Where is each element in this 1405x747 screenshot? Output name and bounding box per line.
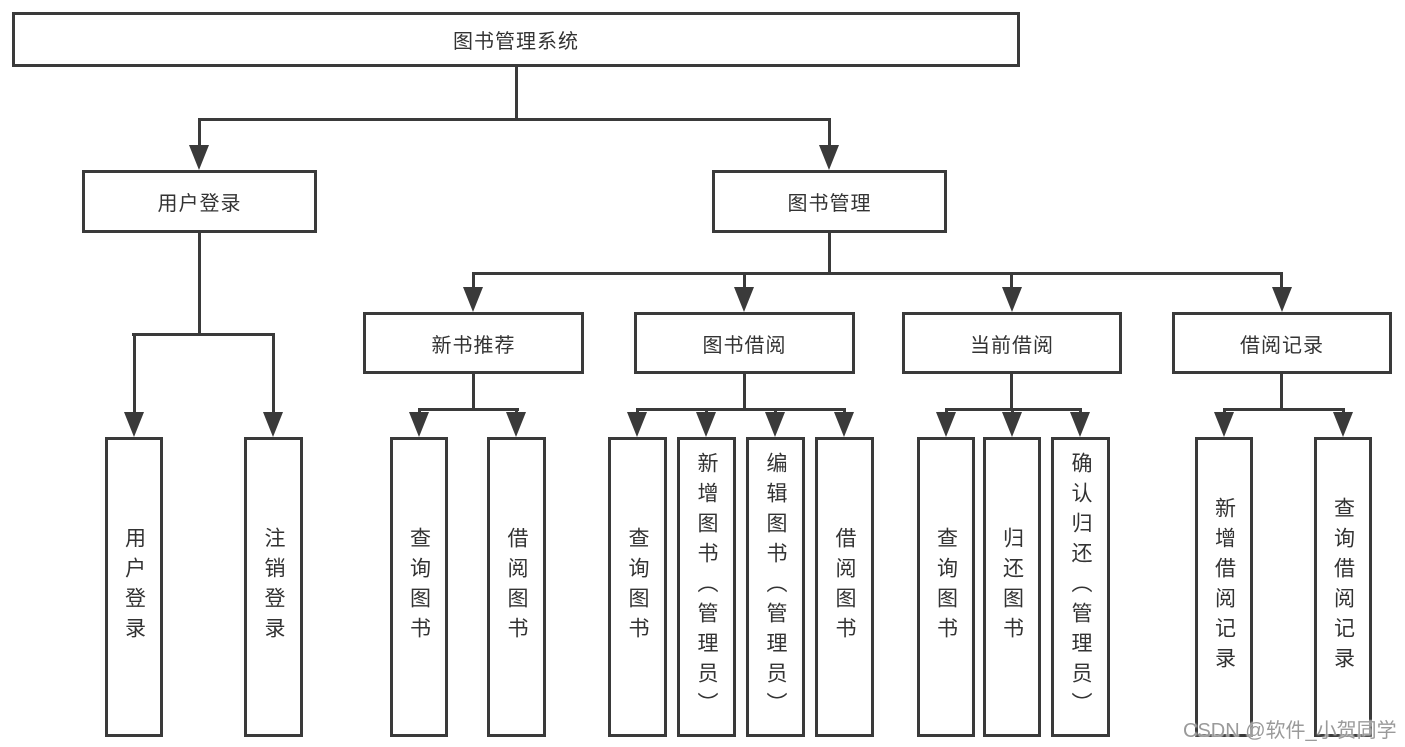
arrowhead-icon [1272,287,1292,312]
connector-drop-line [828,118,831,148]
arrowhead-icon [1070,412,1090,437]
connector-drop-line [1280,272,1283,290]
node-root-label: 图书管理系统 [453,31,579,53]
connector-user-login-rail [132,333,274,336]
node-book-management-label: 图书管理 [787,193,872,215]
connector-root-rail [198,118,831,121]
connector-current-stem [1010,374,1013,410]
node-book-management: 图书管理 [712,170,947,233]
connector-borrowing-stem [743,374,746,410]
node-root: 图书管理系统 [12,12,1020,67]
arrowhead-icon [696,412,716,437]
leaf-recommend-query-books-label: 查询图书 [407,527,431,647]
connector-drop-line [743,272,746,290]
connector-book-mgmt-rail [472,272,1283,275]
arrowhead-icon [1333,412,1353,437]
leaf-borrowing-borrow-books-label: 借阅图书 [833,527,856,647]
arrowhead-icon [263,412,283,437]
leaf-user-login: 用户登录 [105,437,163,737]
leaf-current-query-books-label: 查询图书 [934,527,958,647]
connector-drop-line [1010,272,1013,290]
leaf-return-books: 归还图书 [983,437,1041,737]
leaf-recommend-borrow-books-label: 借阅图书 [505,527,528,647]
arrowhead-icon [1002,412,1022,437]
arrowhead-icon [834,412,854,437]
leaf-add-borrow-record-label: 新增借阅记录 [1212,497,1236,677]
arrowhead-icon [1002,287,1022,312]
node-new-book-recommend-label: 新书推荐 [431,334,516,357]
connector-book-mgmt-stem [828,233,831,274]
connector-root-stem [515,67,518,120]
leaf-edit-books-admin: 编辑图书（管理员） [746,437,805,737]
leaf-logout: 注销登录 [244,437,303,737]
leaf-add-books-admin: 新增图书（管理员） [677,437,736,737]
leaf-borrowing-query-books: 查询图书 [608,437,667,737]
arrowhead-icon [189,145,209,170]
leaf-user-login-label: 用户登录 [122,527,146,647]
node-user-login-label: 用户登录 [157,193,242,215]
node-book-borrowing-label: 图书借阅 [702,334,787,357]
leaf-borrowing-borrow-books: 借阅图书 [815,437,874,737]
connector-user-login-stem [198,233,201,335]
connector-records-rail [1223,408,1345,411]
node-borrowing-records-label: 借阅记录 [1240,334,1324,357]
arrowhead-icon [734,287,754,312]
leaf-add-borrow-record: 新增借阅记录 [1195,437,1253,737]
arrowhead-icon [936,412,956,437]
leaf-recommend-query-books: 查询图书 [390,437,448,737]
arrowhead-icon [463,287,483,312]
arrowhead-icon [765,412,785,437]
connector-recommend-stem [472,374,475,410]
arrowhead-icon [1214,412,1234,437]
connector-recommend-rail [418,408,519,411]
node-current-borrowing: 当前借阅 [902,312,1122,374]
leaf-edit-books-admin-label: 编辑图书（管理员） [764,452,787,722]
connector-records-stem [1280,374,1283,410]
leaf-borrowing-query-books-label: 查询图书 [626,527,649,647]
leaf-add-books-admin-label: 新增图书（管理员） [695,452,718,722]
leaf-current-query-books: 查询图书 [917,437,975,737]
connector-drop-line [133,333,136,415]
connector-drop-line [198,118,201,148]
arrowhead-icon [819,145,839,170]
leaf-confirm-return-admin-label: 确认归还（管理员） [1069,452,1092,722]
leaf-query-borrow-record: 查询借阅记录 [1314,437,1372,737]
leaf-logout-label: 注销登录 [262,527,285,647]
node-new-book-recommend: 新书推荐 [363,312,584,374]
leaf-query-borrow-record-label: 查询借阅记录 [1331,497,1355,677]
connector-drop-line [272,333,275,415]
leaf-recommend-borrow-books: 借阅图书 [487,437,546,737]
arrowhead-icon [627,412,647,437]
connector-drop-line [472,272,475,290]
arrowhead-icon [124,412,144,437]
watermark: CSDN @软件_小贺同学 [1183,720,1397,742]
arrowhead-icon [409,412,429,437]
node-borrowing-records: 借阅记录 [1172,312,1392,374]
connector-borrowing-rail [636,408,846,411]
node-book-borrowing: 图书借阅 [634,312,855,374]
leaf-confirm-return-admin: 确认归还（管理员） [1051,437,1110,737]
leaf-return-books-label: 归还图书 [1000,527,1024,647]
node-user-login: 用户登录 [82,170,317,233]
node-current-borrowing-label: 当前借阅 [970,334,1054,357]
arrowhead-icon [506,412,526,437]
